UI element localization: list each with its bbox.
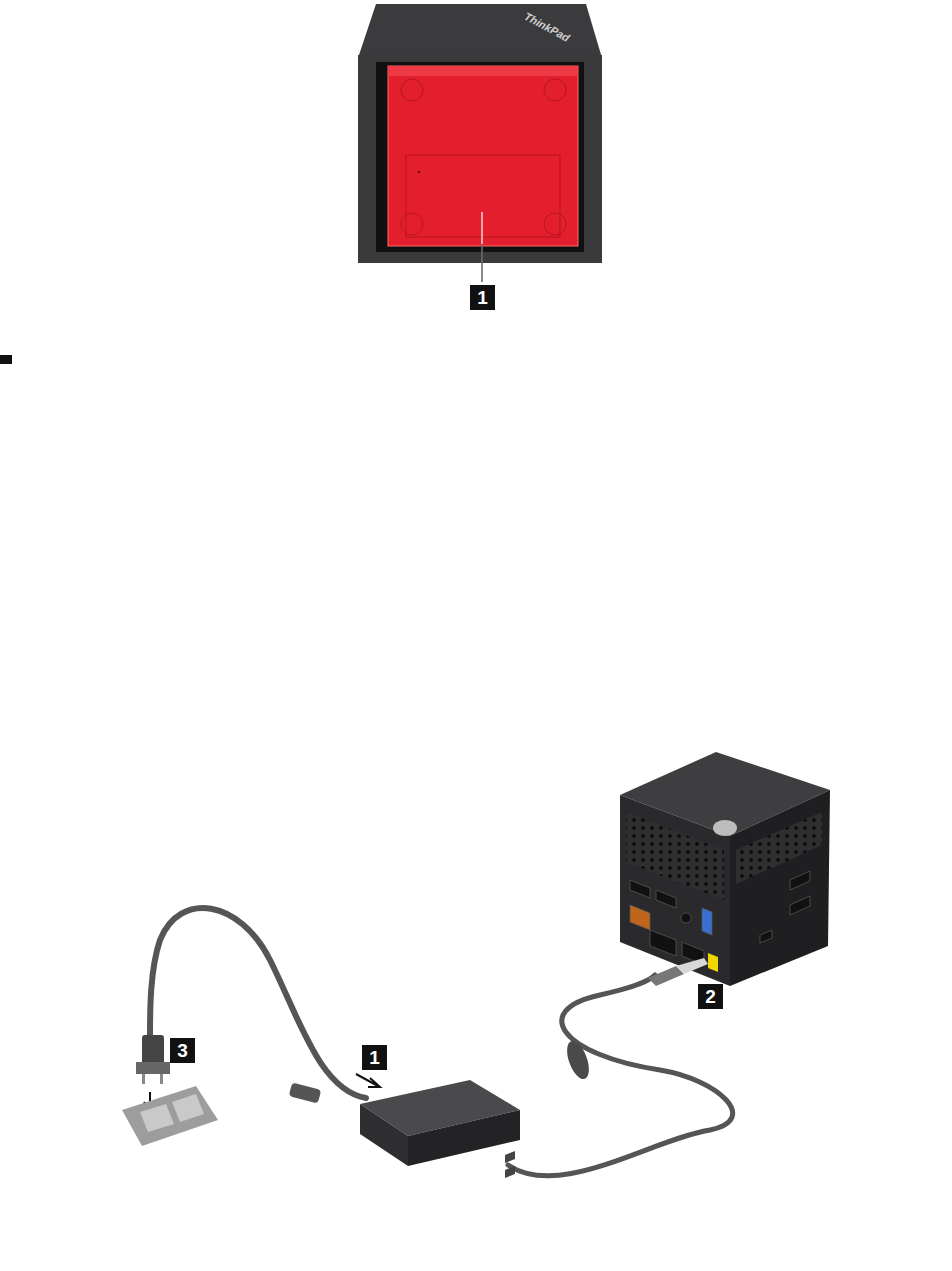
callout-number: 3 bbox=[170, 1038, 195, 1063]
callout-number: 1 bbox=[362, 1045, 387, 1070]
mark bbox=[0, 355, 12, 364]
callout-number: 1 bbox=[470, 285, 495, 310]
outlet bbox=[122, 1086, 218, 1146]
dock-bottom-view bbox=[358, 4, 602, 282]
dock-cube bbox=[620, 752, 830, 986]
arrow bbox=[356, 1074, 380, 1087]
dc-plug bbox=[563, 958, 708, 1082]
callout-number: 2 bbox=[698, 984, 723, 1009]
cables bbox=[150, 908, 733, 1176]
ac-adapter bbox=[360, 1080, 520, 1178]
